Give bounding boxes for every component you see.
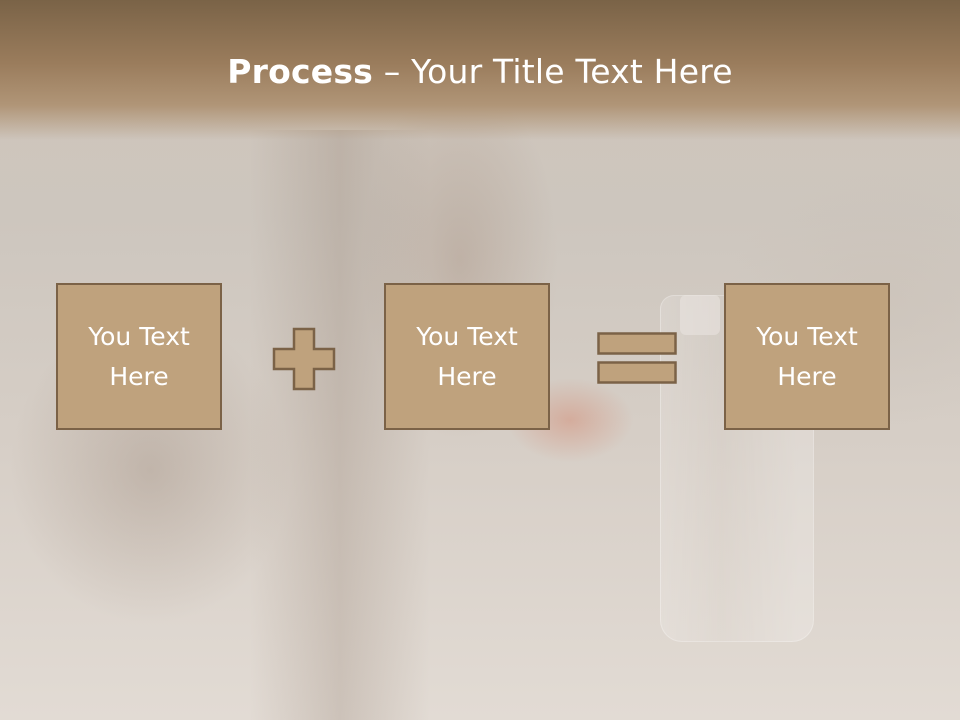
background-bottle-cap xyxy=(680,295,720,335)
slide-title: Process – Your Title Text Here xyxy=(0,52,960,91)
process-box-2[interactable]: You Text Here xyxy=(384,283,550,430)
plus-icon xyxy=(272,327,336,391)
process-box-3-text: You Text Here xyxy=(756,321,858,391)
process-box-1-text: You Text Here xyxy=(88,321,190,391)
equals-icon xyxy=(597,332,677,384)
title-bar xyxy=(0,0,960,140)
process-box-1[interactable]: You Text Here xyxy=(56,283,222,430)
process-box-3[interactable]: You Text Here xyxy=(724,283,890,430)
title-bold: Process xyxy=(227,52,374,91)
process-box-2-text: You Text Here xyxy=(416,321,518,391)
title-rest: – Your Title Text Here xyxy=(373,52,733,91)
